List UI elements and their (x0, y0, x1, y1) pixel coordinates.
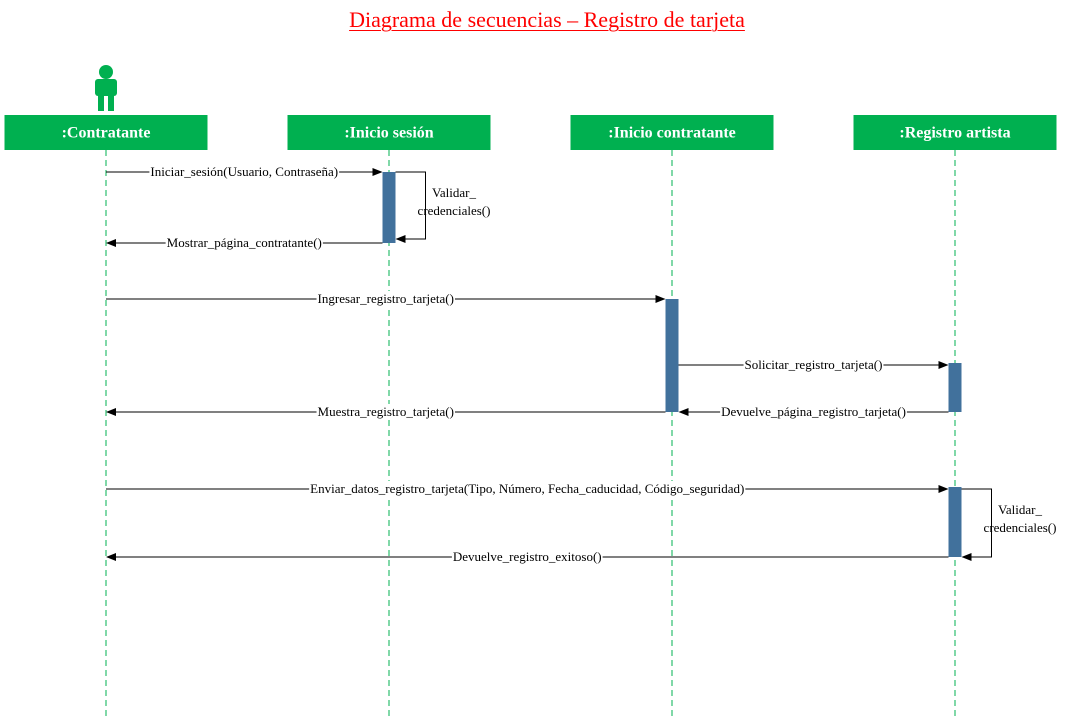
self-message-arrow (961, 488, 992, 561)
message-8: Enviar_datos_registro_tarjeta(Tipo, Núme… (106, 481, 949, 496)
message-label-bg (149, 164, 340, 179)
participant-box (287, 115, 491, 150)
self-message-arrow (395, 171, 426, 243)
participant-label: :Inicio sesión (344, 125, 433, 142)
self-message-9: Validar_ credenciales() (961, 488, 1057, 561)
participant-box (853, 115, 1057, 150)
message-10: Devuelve_registro_exitoso() (106, 549, 949, 564)
message-label-bg (309, 481, 746, 496)
participant-label: :Contratante (62, 125, 151, 142)
message-label: Enviar_datos_registro_tarjeta(Tipo, Núme… (310, 481, 744, 496)
message-label-bg (165, 235, 323, 250)
activation-bar (948, 363, 962, 412)
participant-label: :Registro artista (899, 125, 1010, 142)
diagram-title: Diagrama de secuencias – Registro de tar… (349, 7, 745, 32)
message-label: Iniciar_sesión(Usuario, Contraseña) (150, 164, 338, 179)
message-label-bg (451, 549, 603, 564)
participant-inicio-contratante: :Inicio contratante (570, 115, 774, 150)
self-message-2: Validar_ credenciales() (395, 171, 491, 243)
message-label: credenciales() (418, 203, 491, 218)
message-4: Ingresar_registro_tarjeta() (106, 291, 666, 306)
participant-registro-artista: :Registro artista (853, 115, 1057, 150)
message-label: credenciales() (984, 520, 1057, 535)
message-label: Muestra_registro_tarjeta() (318, 404, 454, 419)
person-icon (95, 65, 117, 111)
message-label: Ingresar_registro_tarjeta() (318, 291, 454, 306)
activation-bar (665, 299, 679, 412)
message-3: Mostrar_página_contratante() (106, 235, 383, 250)
participant-contratante: :Contratante (4, 115, 208, 150)
participant-label: :Inicio contratante (608, 125, 736, 142)
message-7: Muestra_registro_tarjeta() (106, 404, 666, 419)
message-label: Devuelve_página_registro_tarjeta() (721, 404, 906, 419)
message-label-bg (316, 291, 455, 306)
message-label: Validar_ (432, 185, 477, 200)
message-label: Solicitar_registro_tarjeta() (745, 357, 883, 372)
message-label: Validar_ (998, 502, 1043, 517)
participant-box (4, 115, 208, 150)
message-6: Devuelve_página_registro_tarjeta() (678, 404, 949, 419)
activation-bar (382, 172, 396, 243)
message-1: Iniciar_sesión(Usuario, Contraseña) (106, 164, 383, 179)
message-label: Mostrar_página_contratante() (167, 235, 322, 250)
message-5: Solicitar_registro_tarjeta() (678, 357, 949, 372)
message-label-bg (743, 357, 884, 372)
participant-inicio-sesion: :Inicio sesión (287, 115, 491, 150)
message-label: Devuelve_registro_exitoso() (453, 549, 602, 564)
message-label-bg (316, 404, 455, 419)
activation-bar (948, 487, 962, 557)
participant-box (570, 115, 774, 150)
message-label-bg (720, 404, 907, 419)
